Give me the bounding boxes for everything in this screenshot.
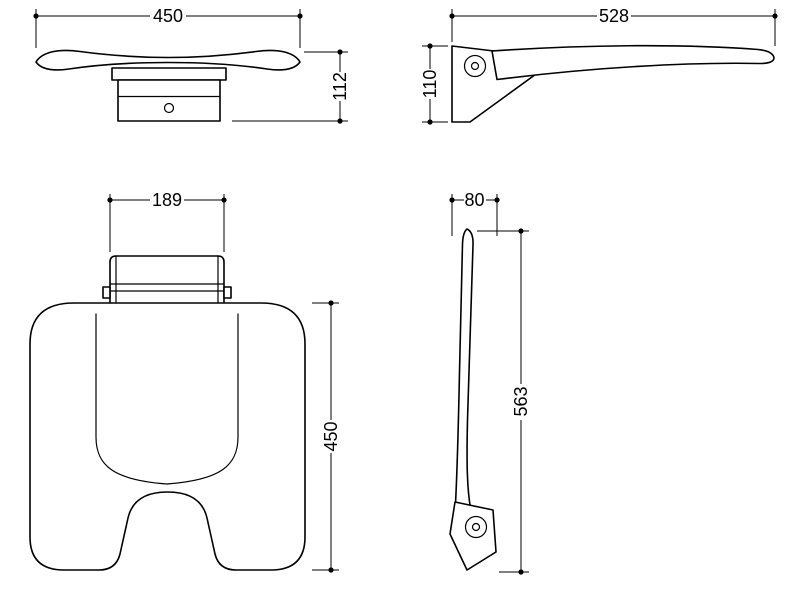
dim-front-height: 112 bbox=[232, 49, 350, 124]
dim-seat-depth: 450 bbox=[312, 300, 341, 573]
dimension-label-folded-height: 563 bbox=[511, 386, 531, 416]
dimension-end-dot bbox=[337, 49, 343, 55]
folded-seat-profile bbox=[454, 228, 474, 514]
seat-surface-outline bbox=[29, 302, 306, 571]
dim-folded-height: 563 bbox=[477, 228, 531, 575]
dimension-end-dot bbox=[337, 118, 343, 124]
dim-bracket-width: 189 bbox=[107, 190, 227, 252]
dimension-label-bracket-width: 189 bbox=[152, 190, 182, 210]
bracket-pivot-inner bbox=[471, 522, 481, 532]
dim-side-height: 110 bbox=[420, 43, 448, 125]
dimension-label-seat-depth: 450 bbox=[321, 421, 341, 451]
dimension-end-dot bbox=[427, 119, 433, 125]
extension-lines bbox=[109, 194, 225, 252]
view-front-seat-horizontal bbox=[35, 49, 301, 122]
dimension-end-dot bbox=[107, 197, 113, 203]
extension-lines bbox=[312, 302, 339, 571]
dim-side-length: 528 bbox=[449, 6, 778, 46]
dimension-label-side-height: 110 bbox=[420, 70, 440, 99]
dimension-end-dot bbox=[449, 197, 455, 203]
bracket-fold-seams bbox=[109, 283, 225, 292]
dimension-end-dot bbox=[221, 197, 227, 203]
seat-surface-contour-line bbox=[95, 313, 239, 485]
dimension-end-dot bbox=[297, 13, 303, 19]
wall-bracket-folded bbox=[449, 501, 497, 571]
dimension-end-dot bbox=[518, 228, 524, 234]
dimension-end-dot bbox=[328, 300, 334, 306]
extension-lines bbox=[422, 45, 448, 123]
dimension-end-dot bbox=[772, 13, 778, 19]
dim-front-width: 450 bbox=[33, 6, 303, 48]
bracket-side-hook-left bbox=[102, 286, 111, 299]
dimension-end-dot bbox=[427, 43, 433, 49]
dimension-label-folded-depth: 80 bbox=[464, 190, 484, 210]
bracket-pivot-inner bbox=[470, 61, 480, 71]
seat-front-edge-profile bbox=[35, 49, 301, 71]
bracket-side-hook-right bbox=[223, 286, 232, 299]
dimension-end-dot bbox=[328, 567, 334, 573]
view-side-seat-horizontal bbox=[451, 44, 775, 123]
view-seat-surface bbox=[29, 255, 306, 571]
dimension-label-front-height: 112 bbox=[330, 72, 350, 101]
dim-folded-depth: 80 bbox=[449, 190, 500, 236]
bracket-top-plate bbox=[111, 67, 227, 81]
bracket-pivot-outer bbox=[463, 54, 487, 78]
seat-side-profile bbox=[491, 44, 775, 81]
dimension-end-dot bbox=[494, 197, 500, 203]
dimension-end-dot bbox=[518, 569, 524, 575]
bracket-pivot-outer bbox=[464, 515, 488, 539]
dimension-end-dot bbox=[33, 13, 39, 19]
bracket-inner-walls bbox=[115, 255, 219, 304]
wall-bracket-front bbox=[109, 255, 225, 304]
dimension-label-front-width: 450 bbox=[153, 6, 183, 26]
bracket-housing bbox=[117, 79, 221, 122]
dimension-end-dot bbox=[449, 13, 455, 19]
dimension-label-side-length: 528 bbox=[599, 6, 629, 26]
bracket-screw-hole bbox=[163, 102, 175, 114]
view-side-seat-folded-up bbox=[449, 228, 497, 571]
